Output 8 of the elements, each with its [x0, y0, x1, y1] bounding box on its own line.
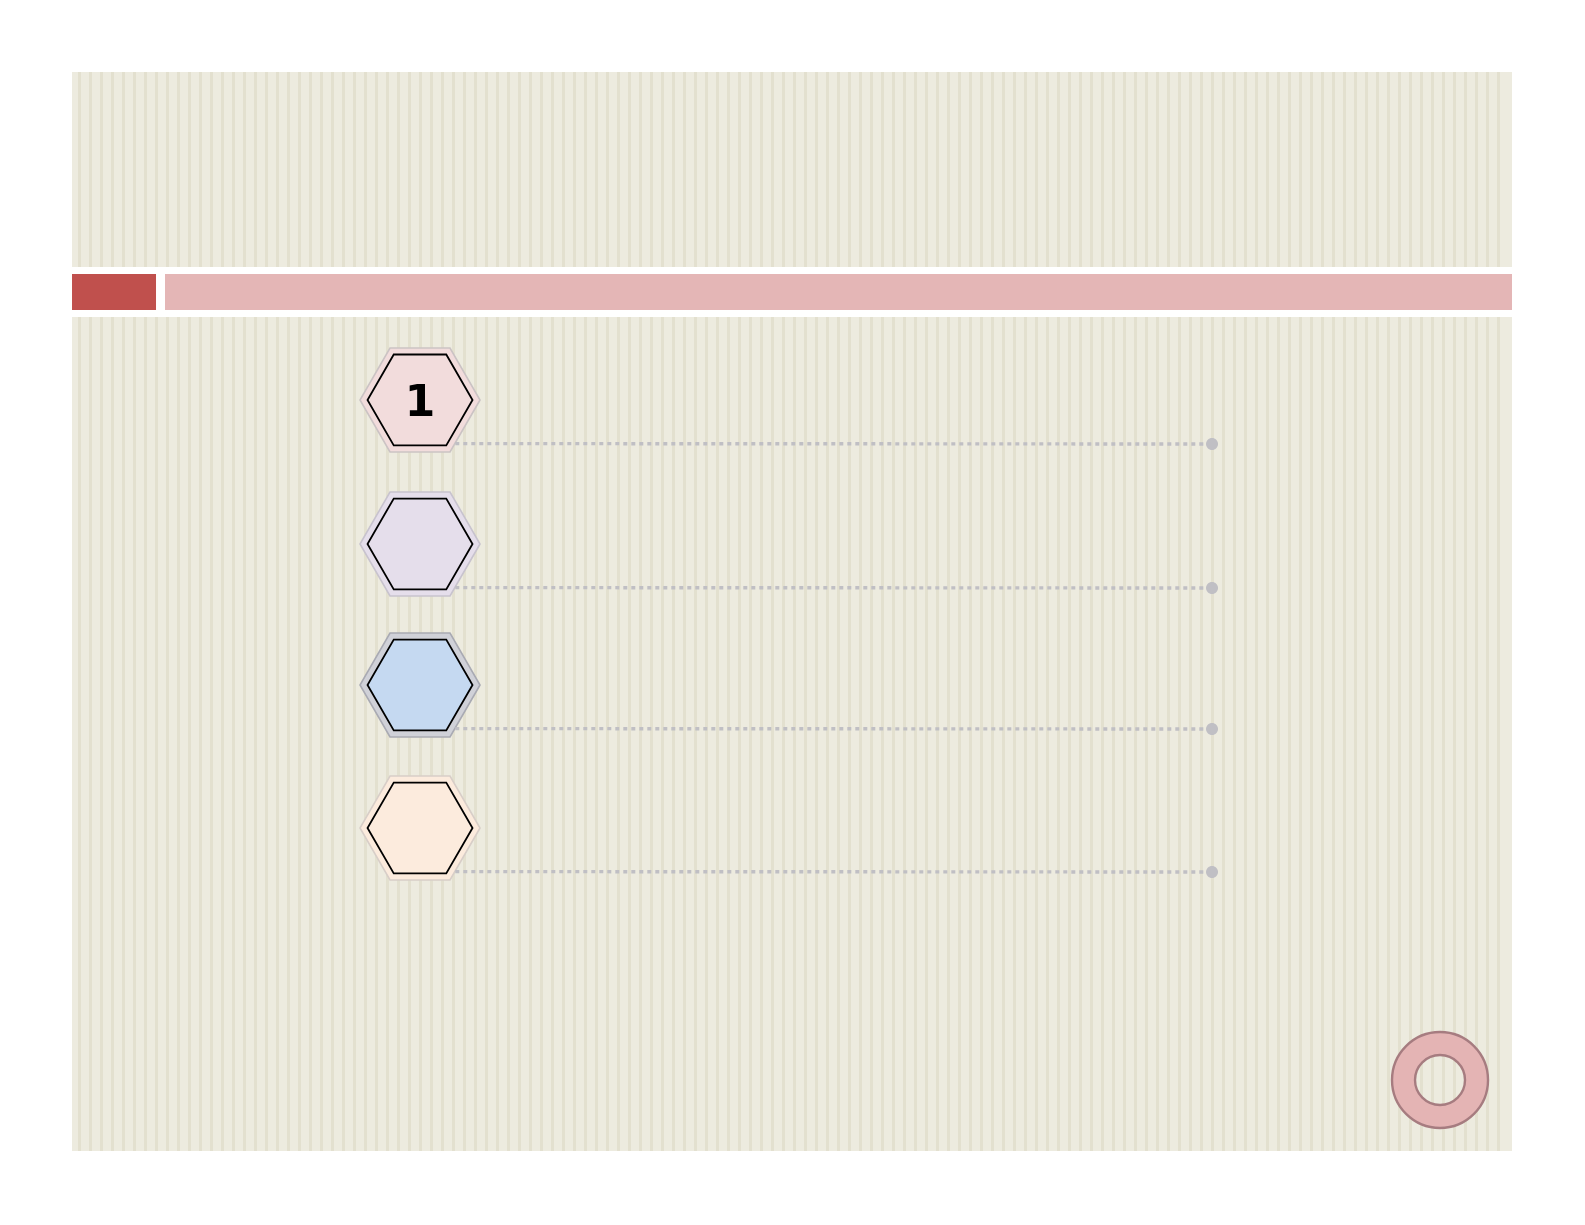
dotted-line — [455, 585, 1206, 590]
dotted-line — [455, 726, 1206, 731]
hexagon — [359, 775, 481, 881]
dotted-line — [455, 869, 1206, 874]
hexagon — [359, 632, 481, 738]
hexagon: 1 — [359, 347, 481, 453]
dotted-line — [455, 441, 1206, 446]
hexagon — [359, 491, 481, 597]
